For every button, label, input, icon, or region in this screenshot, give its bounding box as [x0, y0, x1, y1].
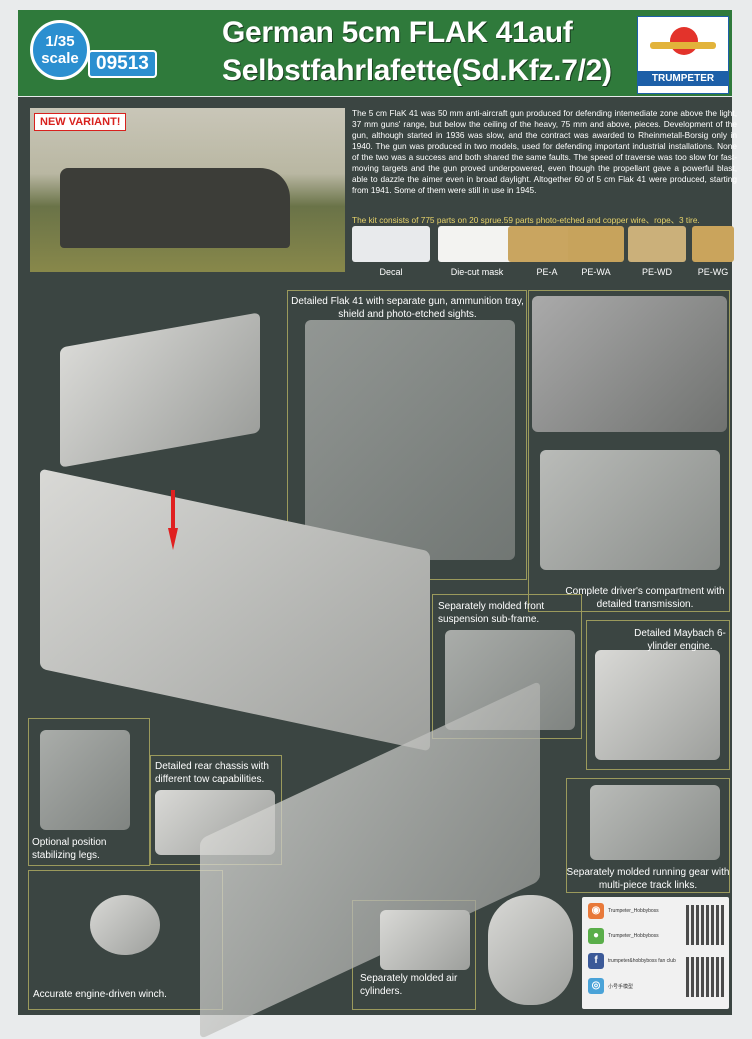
sheet-label: PE-WD: [642, 267, 672, 277]
road-wheels-model: [488, 895, 573, 1005]
facebook-link[interactable]: f trumpeter&hobbyboss fan club: [588, 953, 676, 969]
product-code: 09513: [88, 50, 157, 78]
decal-sheet: [352, 226, 430, 262]
caption-winch: Accurate engine-driven winch.: [33, 989, 167, 1000]
trumpeter-logo: TRUMPETER: [637, 16, 729, 94]
description-text: The 5 cm FlaK 41 was 50 mm anti-aircraft…: [352, 108, 737, 195]
air-cylinder-model: [380, 910, 470, 970]
caption-rear: Detailed rear chassis with different tow…: [155, 761, 269, 785]
social-media-box: ◉ Trumpeter_Hobbyboss ● Trumpeter_Hobbybos…: [582, 897, 729, 1009]
cab-interior-photo: [532, 296, 727, 432]
social-label: Trumpeter_Hobbyboss: [608, 908, 659, 914]
qq-link[interactable]: ◎ 小号手模型: [588, 978, 633, 994]
mask-sheet: [438, 226, 516, 262]
new-variant-badge: NEW VARIANT!: [34, 113, 127, 131]
kit-contents-text: The kit consists of 775 parts on 20 spru…: [352, 215, 700, 225]
engine-model: [595, 650, 720, 760]
wechat-link[interactable]: ● Trumpeter_Hobbyboss: [588, 928, 659, 944]
qr-code-icon: [686, 905, 724, 945]
pe-wg-sheet: [692, 226, 734, 262]
weibo-icon: ◉: [588, 903, 604, 919]
caption-legs: Optional position stabilizing legs.: [32, 837, 107, 861]
engine-panel: [586, 620, 730, 770]
caption-flak: Detailed Flak 41 with separate gun, ammu…: [291, 296, 524, 320]
red-arrow-icon: [168, 490, 178, 550]
running-gear-model: [590, 785, 720, 860]
transmission-model: [540, 450, 720, 570]
caption-driver: Complete driver's compartment with detai…: [565, 586, 725, 610]
logo-text: TRUMPETER: [638, 71, 728, 86]
qr-code-icon: [686, 957, 724, 997]
sheet-label: Decal: [379, 267, 403, 277]
winch-model: [90, 895, 160, 955]
caption-suspension: Separately molded front suspension sub-f…: [438, 601, 545, 625]
running-gear-panel: [566, 778, 730, 893]
driver-panel: [528, 290, 730, 612]
social-label: trumpeter&hobbyboss fan club: [608, 958, 676, 964]
trumpet-icon: [648, 25, 718, 65]
social-label: Trumpeter_Hobbyboss: [608, 933, 659, 939]
weibo-link[interactable]: ◉ Trumpeter_Hobbyboss: [588, 903, 659, 919]
scale-value: 1/35: [45, 33, 75, 50]
sheet-label: Die-cut mask: [450, 267, 504, 277]
sheet-label: PE-A: [536, 267, 558, 277]
flak-parts-model: [305, 320, 515, 560]
sheet-label: PE-WA: [581, 267, 611, 277]
title-line-2: Selbstfahrlafette(Sd.Kfz.7/2): [222, 54, 612, 87]
caption-air: Separately molded air cylinders.: [360, 973, 458, 997]
caption-running-gear: Separately molded running gear with mult…: [566, 867, 730, 891]
pe-wa-sheet: [568, 226, 624, 262]
caption-engine: Detailed Maybach 6-ylinder engine.: [634, 628, 726, 652]
title-line-1: German 5cm FLAK 41auf: [222, 16, 573, 49]
sheet-label: PE-WG: [697, 267, 729, 277]
box-art-photo: [30, 108, 345, 272]
stabilizing-leg-model: [40, 730, 130, 830]
facebook-icon: f: [588, 953, 604, 969]
chat-icon: ◎: [588, 978, 604, 994]
wechat-icon: ●: [588, 928, 604, 944]
scale-word: scale: [41, 50, 79, 67]
legs-panel: [28, 718, 150, 866]
social-label: 小号手模型: [608, 983, 634, 990]
pe-wd-sheet: [628, 226, 686, 262]
